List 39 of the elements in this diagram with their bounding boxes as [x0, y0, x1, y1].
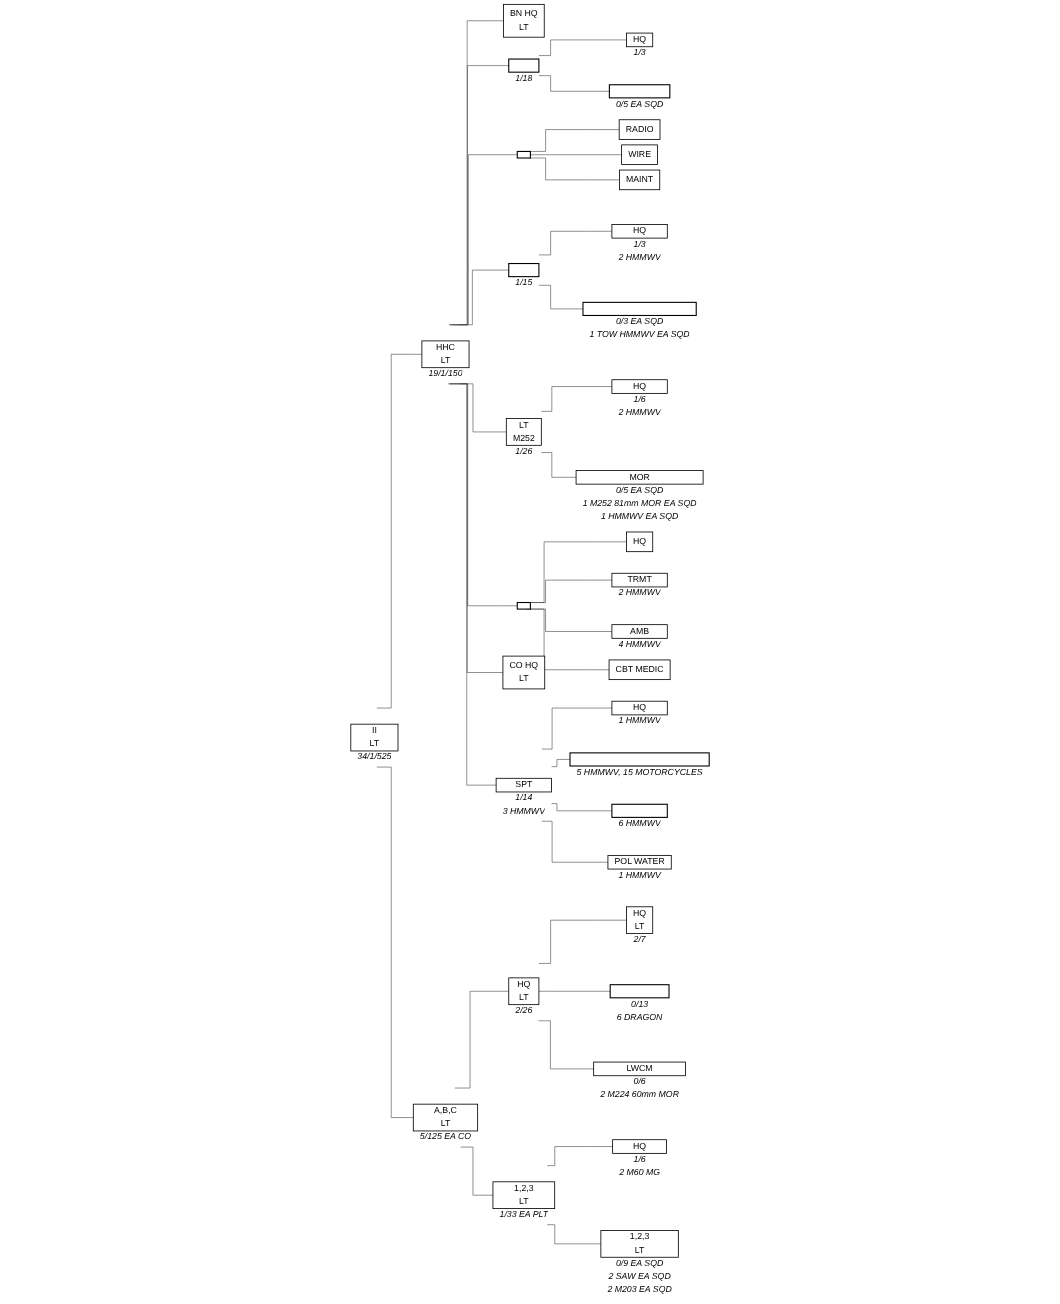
connector — [528, 579, 613, 603]
node-box — [508, 58, 540, 73]
node-box — [611, 803, 668, 818]
connector — [525, 541, 627, 603]
connector — [376, 354, 423, 709]
connector — [541, 386, 613, 412]
connector — [541, 707, 613, 750]
connector — [538, 75, 610, 92]
connector — [525, 608, 610, 671]
connector — [528, 129, 620, 152]
connector — [454, 991, 510, 1089]
node-box — [516, 601, 531, 610]
connector — [541, 820, 609, 863]
node-box — [508, 263, 540, 278]
connector — [528, 157, 620, 181]
connector — [376, 766, 414, 1118]
connector — [449, 65, 510, 326]
connector — [538, 1020, 594, 1070]
connector — [538, 39, 627, 56]
connector — [546, 1224, 602, 1245]
connector — [551, 759, 571, 767]
node-box — [569, 752, 710, 767]
node-box — [582, 301, 697, 317]
node-box — [516, 150, 531, 159]
connector — [538, 285, 584, 310]
connector — [447, 383, 497, 786]
node-box — [608, 84, 671, 99]
connector — [538, 919, 627, 964]
connector — [541, 452, 577, 478]
connector — [451, 154, 518, 326]
connector — [538, 231, 613, 256]
connector — [460, 1146, 494, 1196]
connector — [448, 20, 504, 326]
connector — [546, 1146, 613, 1166]
connector — [551, 803, 613, 812]
node-box — [609, 984, 670, 999]
connector — [530, 154, 622, 155]
connector — [538, 991, 611, 992]
connector — [459, 269, 510, 326]
